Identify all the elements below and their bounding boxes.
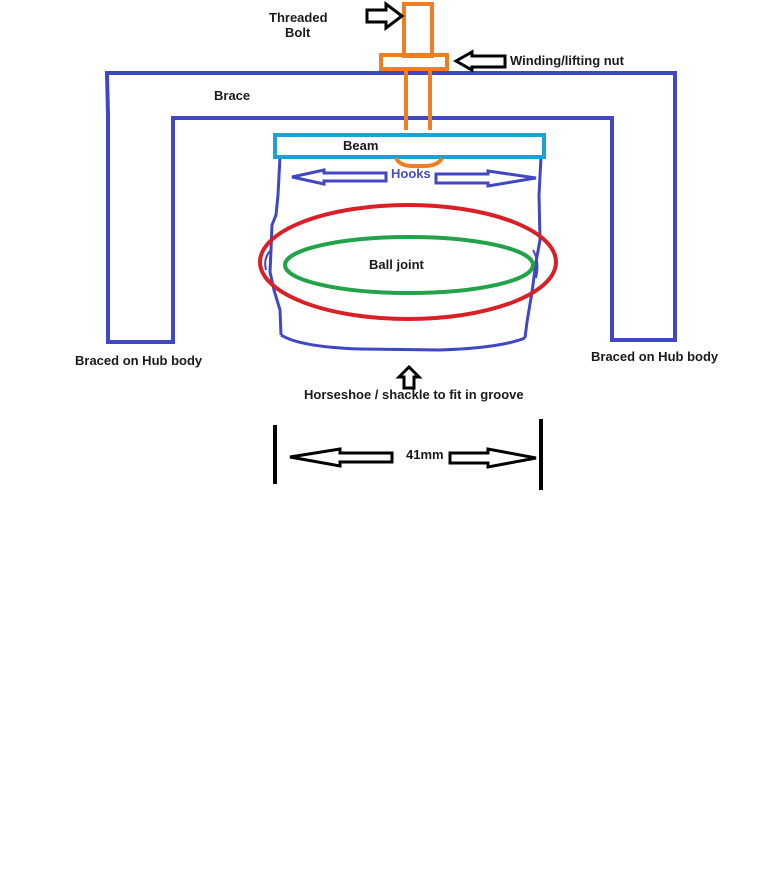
label-braced-right: Braced on Hub body [591,349,719,364]
hooks-arrows [291,168,537,188]
label-braced-left: Braced on Hub body [75,353,203,368]
label-hooks: Hooks [391,166,431,181]
beam [273,133,546,159]
label-winding-nut: Winding/lifting nut [510,53,625,68]
threaded-bolt-arrow [365,1,405,31]
label-beam: Beam [343,138,378,153]
winding-nut [379,53,449,71]
brace-frame [104,71,677,344]
dimension-right-arrow [448,447,537,469]
dimension-left-arrow [289,447,394,468]
winding-nut-arrow [452,49,507,73]
label-dimension: 41mm [406,447,444,462]
hub-body [264,156,543,352]
hooks-bracket [394,156,444,168]
label-horseshoe: Horseshoe / shackle to fit in groove [304,387,524,402]
label-bolt: Bolt [285,25,311,40]
label-brace: Brace [214,88,250,103]
ball-joint-outer [258,203,558,321]
horseshoe-arrow [395,364,423,390]
label-threaded: Threaded [269,10,328,25]
label-ball-joint: Ball joint [369,257,425,272]
ball-joint-inner [283,235,535,295]
